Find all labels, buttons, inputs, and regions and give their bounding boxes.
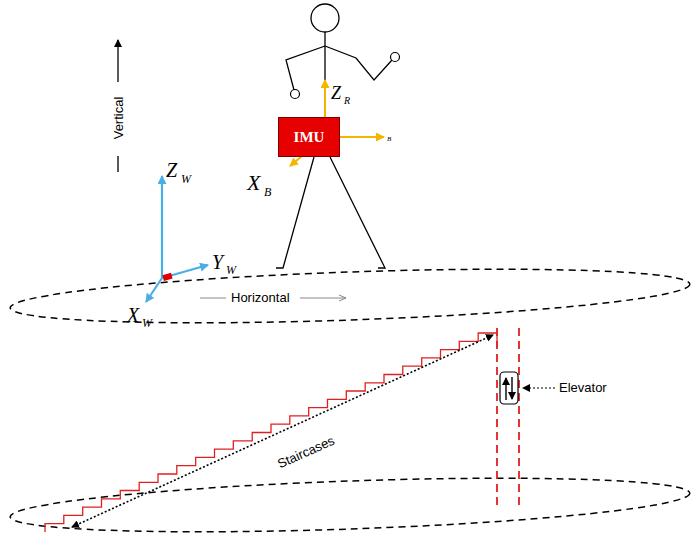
- axis-subscript: W: [142, 317, 152, 329]
- axis-subscript: B: [264, 186, 271, 198]
- elevator-label: Elevator: [559, 381, 607, 394]
- imu-box: IMU: [278, 117, 340, 157]
- axis-letter: Z: [166, 160, 177, 180]
- staircase-steps: [45, 333, 497, 532]
- stair-steps: [45, 333, 497, 532]
- staircase-label: Staircases: [273, 432, 338, 472]
- axis-letter: X: [127, 305, 139, 325]
- axis-subscript: R: [344, 96, 350, 106]
- imu-label: IMU: [294, 129, 325, 146]
- axis-caption: Vertical: [111, 95, 126, 142]
- axis-letter: X: [247, 172, 260, 194]
- axis-letter: Y: [212, 252, 223, 272]
- axis-caption: Horizontal: [231, 291, 290, 304]
- axis-subscript: W: [181, 173, 191, 185]
- axis-subscript: B: [387, 136, 391, 143]
- axis-letter: Z: [331, 84, 341, 102]
- axis-subscript: W: [226, 264, 236, 276]
